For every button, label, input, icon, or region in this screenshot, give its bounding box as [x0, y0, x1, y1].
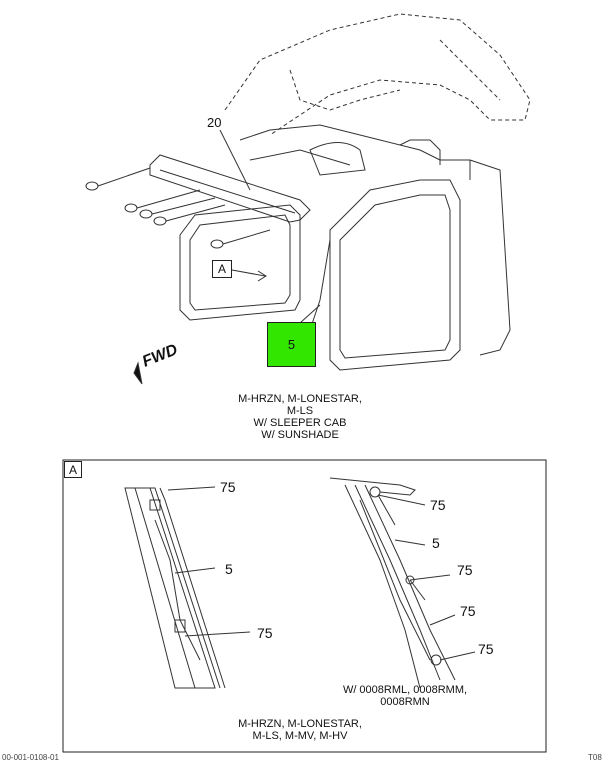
main-caption-line1: M-HRZN, M-LONESTAR,	[238, 393, 362, 405]
sunshade-bar	[149, 154, 311, 223]
detail-left-5: 5	[225, 561, 233, 577]
detail-right-75-c: 75	[460, 603, 476, 619]
detail-right-75-a: 75	[430, 497, 446, 513]
door-frame-right	[329, 179, 461, 371]
main-caption-line3: W/ SLEEPER CAB	[253, 417, 347, 429]
door-frame-left	[179, 204, 301, 321]
detail-caption-line2: M-LS, M-MV, M-HV	[252, 730, 348, 742]
detail-left-75-top: 75	[220, 479, 236, 495]
detail-right-note-line2: 0008RMN	[380, 696, 430, 708]
detail-right-75-d: 75	[478, 641, 494, 657]
detail-caption-line1: M-HRZN, M-LONESTAR,	[238, 718, 362, 730]
detail-left-75-bottom: 75	[257, 625, 273, 641]
detail-a-frame	[62, 459, 547, 753]
main-caption: M-HRZN, M-LONESTAR, M-LS W/ SLEEPER CAB …	[215, 393, 385, 441]
sleeper-wall-outline	[469, 159, 511, 356]
part-5-highlight[interactable]: 5	[267, 322, 316, 367]
main-caption-line4: W/ SUNSHADE	[261, 429, 339, 441]
footer-right-code: T08	[588, 753, 602, 762]
detail-ref-a[interactable]: A	[212, 260, 232, 278]
footer-left-code: 00-001-0108-01	[2, 753, 59, 762]
detail-right-75-b: 75	[457, 562, 473, 578]
main-caption-line2: M-LS	[286, 405, 314, 417]
callout-20: 20	[207, 115, 222, 130]
detail-caption: M-HRZN, M-LONESTAR, M-LS, M-MV, M-HV	[215, 718, 385, 742]
cab-roof-outline	[224, 13, 531, 136]
detail-a-title: A	[64, 461, 82, 478]
detail-right-5: 5	[432, 535, 440, 551]
detail-right-note: W/ 0008RML, 0008RMM, 0008RMN	[320, 684, 490, 708]
detail-right-note-line1: W/ 0008RML, 0008RMM,	[342, 684, 468, 696]
